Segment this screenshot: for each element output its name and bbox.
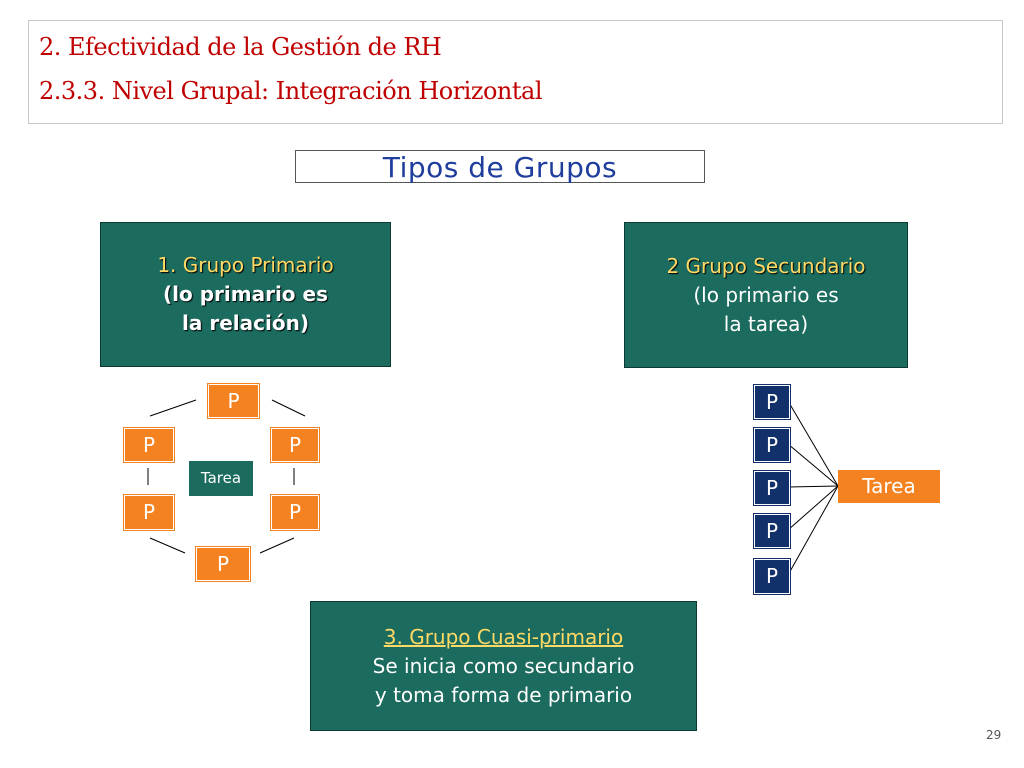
person-node-secondary: P: [753, 513, 791, 549]
diagram-title: Tipos de Grupos: [295, 150, 705, 184]
fan-line-3: [787, 485, 839, 488]
group-secondary-line3: la tarea): [723, 311, 809, 336]
group-quasi-heading: 3. Grupo Cuasi-primario: [383, 624, 624, 649]
person-node: P: [195, 546, 251, 582]
group-primary-heading: 1. Grupo Primario: [157, 253, 334, 277]
person-node: P: [123, 427, 175, 463]
header-title: 2. Efectividad de la Gestión de RH: [39, 33, 442, 61]
group-secondary-heading: 2 Grupo Secundario: [666, 253, 866, 278]
person-node-secondary: P: [753, 384, 791, 420]
task-node-center: Tarea: [189, 461, 253, 496]
person-node: P: [270, 427, 320, 463]
person-node: P: [270, 494, 320, 531]
person-node-secondary: P: [753, 427, 791, 463]
group-primary-box: 1. Grupo Primario (lo primario es la rel…: [100, 222, 391, 367]
fan-line-5: [787, 485, 839, 576]
task-node-secondary: Tarea: [838, 470, 940, 503]
ring-line-top-left: [149, 399, 197, 417]
fan-line-2: [787, 443, 839, 487]
header-subtitle: 2.3.3. Nivel Grupal: Integración Horizon…: [39, 77, 543, 105]
page-number: 29: [986, 728, 1002, 742]
ring-line-top-right: [271, 399, 306, 417]
group-primary-line2: (lo primario es: [163, 282, 328, 306]
fan-line-1: [787, 400, 839, 487]
person-node-secondary: P: [753, 558, 791, 595]
group-primary-line3: la relación): [182, 311, 309, 335]
person-node: P: [207, 383, 260, 419]
person-node-secondary: P: [753, 470, 791, 506]
slide-header: 2. Efectividad de la Gestión de RH 2.3.3…: [28, 20, 1003, 124]
group-quasi-box: 3. Grupo Cuasi-primario Se inicia como s…: [310, 601, 697, 731]
group-secondary-line2: (lo primario es: [693, 282, 839, 307]
fan-line-4: [787, 485, 839, 531]
group-secondary-box: 2 Grupo Secundario (lo primario es la ta…: [624, 222, 908, 368]
ring-line-bottom-left: [149, 537, 186, 554]
group-quasi-line3: y toma forma de primario: [374, 682, 633, 707]
ring-line-bottom-right: [259, 537, 295, 554]
person-node: P: [123, 494, 175, 531]
group-quasi-line2: Se inicia como secundario: [372, 653, 635, 678]
